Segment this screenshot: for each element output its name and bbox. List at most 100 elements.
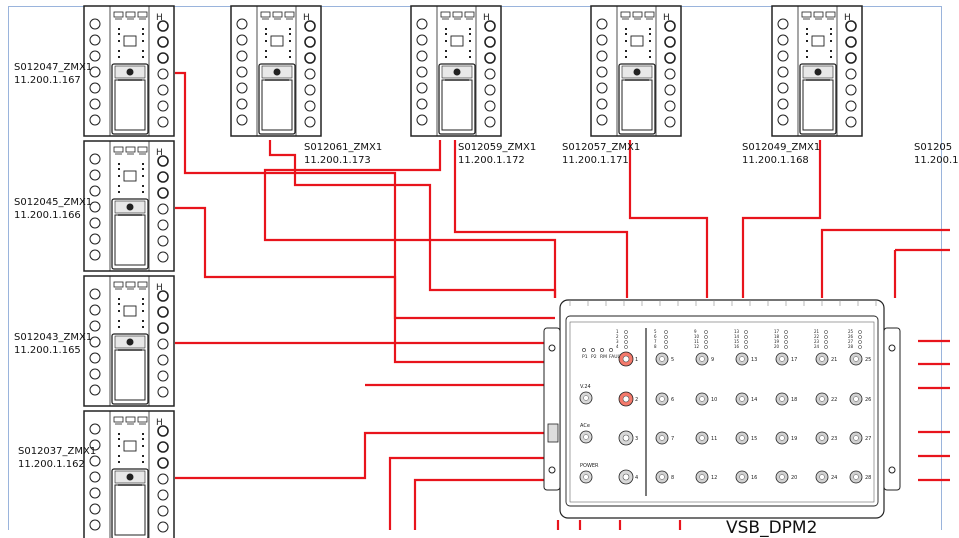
led-label: 24: [814, 344, 820, 349]
module-display: [123, 440, 137, 452]
led-label: 25: [848, 329, 854, 334]
device-label-s01205x[interactable]: S01205 11.200.1: [914, 141, 959, 167]
wire-3: [175, 431, 555, 480]
device-name: S01205: [914, 142, 953, 153]
device-label-s012047[interactable]: S012047_ZMX1 11.200.1.167: [14, 61, 92, 87]
terminal-circle: [484, 52, 496, 64]
top-clip: [125, 146, 136, 153]
device-label-s012037[interactable]: S012037_ZMX1 11.200.1.162: [18, 445, 96, 471]
io-module-2: H: [410, 5, 502, 137]
access-port-label: 19: [791, 436, 797, 442]
device-ip: 11.200.1.165: [14, 345, 81, 356]
power-label: POWER: [580, 463, 599, 469]
top-clip: [137, 11, 148, 18]
power-port-pin: [583, 434, 589, 440]
terminal-circle: [157, 290, 169, 302]
device-label-s012043[interactable]: S012043_ZMX1 11.200.1.165: [14, 331, 92, 357]
logo-icon: [126, 338, 134, 346]
connector-plug-inner: [441, 79, 473, 131]
terminal-circle: [89, 384, 101, 396]
terminal-circle: [89, 249, 101, 261]
access-port-label: 12: [711, 475, 717, 481]
logo-icon: [633, 68, 641, 76]
device-label-s012049[interactable]: S012049_ZMX1 11.200.1.168: [742, 141, 820, 167]
top-clip: [644, 11, 655, 18]
terminal-circle: [89, 336, 101, 348]
access-port-label: 8: [671, 475, 674, 481]
led-dot: [265, 40, 267, 42]
terminal-circle: [89, 233, 101, 245]
terminal-circle: [89, 66, 101, 78]
led-dot: [445, 56, 447, 58]
led-label: 10: [694, 334, 700, 339]
access-port-label: 22: [831, 397, 837, 403]
device-label-s012059[interactable]: S012059_ZMX1 11.200.1.172: [458, 141, 536, 167]
terminal-circle: [89, 352, 101, 364]
terminal-circle: [304, 116, 316, 128]
terminal-circle: [236, 66, 248, 78]
module-header-mark: H: [483, 13, 490, 23]
device-name: S012049_ZMX1: [742, 142, 821, 153]
led-dot: [118, 163, 120, 165]
terminal-circle: [89, 455, 101, 467]
module-header-mark: H: [156, 13, 163, 23]
led-dot: [118, 455, 120, 457]
terminal-circle: [89, 153, 101, 165]
port-led: [858, 330, 862, 334]
led-dot: [649, 56, 651, 58]
led-dot: [118, 326, 120, 328]
led-dot: [142, 455, 144, 457]
port-led: [624, 340, 628, 344]
led-dot: [469, 28, 471, 30]
port-led: [704, 340, 708, 344]
terminal-circle: [157, 116, 169, 128]
module-display: [630, 35, 644, 47]
access-port-pin: [739, 396, 745, 402]
device-ip: 11.200.1.172: [458, 155, 525, 166]
access-port-pin: [819, 435, 825, 441]
module-display: [450, 35, 464, 47]
led-label: 6: [654, 334, 657, 339]
access-port-pin: [853, 474, 859, 480]
port-led: [664, 345, 668, 349]
led-dot: [830, 28, 832, 30]
connector-plug-inner: [114, 79, 146, 131]
access-port-label: 10: [711, 397, 717, 403]
wire-layer: [175, 71, 950, 530]
terminal-circle: [304, 36, 316, 48]
led-dot: [142, 433, 144, 435]
terminal-circle: [416, 114, 428, 126]
led-dot: [142, 191, 144, 193]
terminal-circle: [664, 52, 676, 64]
device-label-s012057[interactable]: S012057_ZMX1 11.200.1.171: [562, 141, 640, 167]
device-label-s012045[interactable]: S012045_ZMX1 11.200.1.166: [14, 196, 92, 222]
access-port-label: 25: [865, 357, 871, 363]
led-label: 18: [774, 334, 780, 339]
terminal-circle: [416, 18, 428, 30]
led-dot: [118, 56, 120, 58]
status-led: [591, 348, 595, 352]
device-label-s012061[interactable]: S012061_ZMX1 11.200.1.173: [304, 141, 382, 167]
status-led-label: RM: [600, 354, 607, 360]
port-led: [744, 340, 748, 344]
led-dot: [469, 33, 471, 35]
top-clip: [137, 146, 148, 153]
led-dot: [142, 175, 144, 177]
terminal-circle: [596, 66, 608, 78]
terminal-circle: [89, 288, 101, 300]
terminal-circle: [89, 185, 101, 197]
uplink-port-pin: [622, 395, 630, 403]
led-dot: [625, 33, 627, 35]
led-dot: [649, 33, 651, 35]
led-dot: [830, 40, 832, 42]
led-dot: [265, 33, 267, 35]
terminal-circle: [596, 114, 608, 126]
device-name: S012043_ZMX1: [14, 332, 93, 343]
terminal-circle: [845, 100, 857, 112]
port-led: [624, 330, 628, 334]
terminal-circle: [777, 18, 789, 30]
access-port-label: 14: [751, 397, 757, 403]
io-module-6: H: [83, 275, 175, 407]
terminal-circle: [664, 100, 676, 112]
terminal-circle: [157, 219, 169, 231]
